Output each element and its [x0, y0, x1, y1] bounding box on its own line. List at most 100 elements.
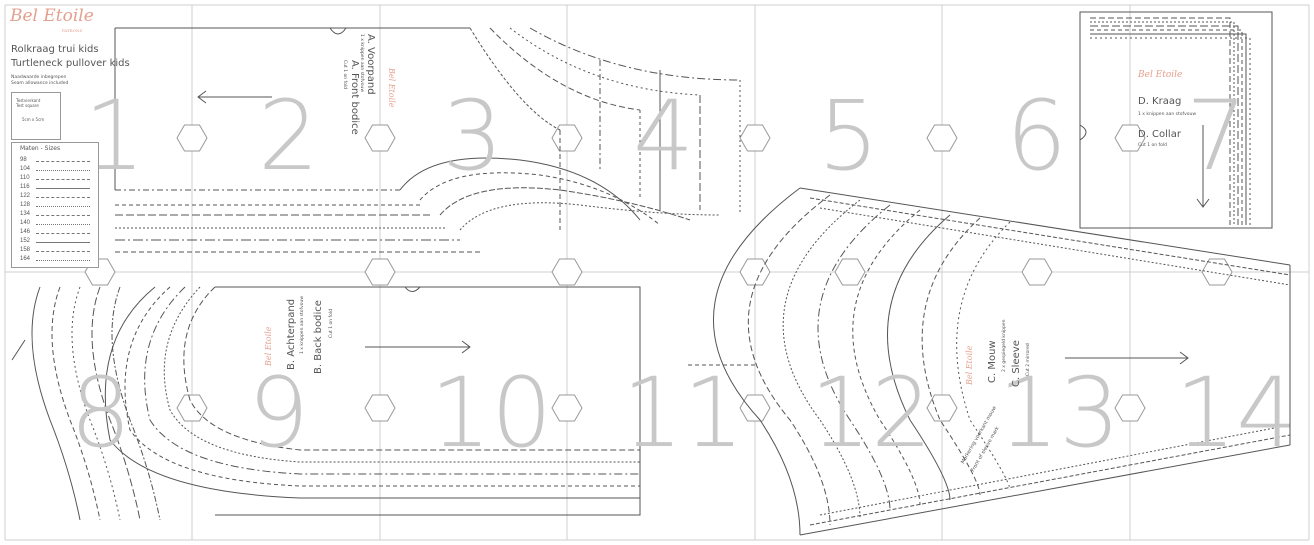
size-row: 134	[20, 211, 92, 219]
alignment-hexagon	[364, 124, 396, 152]
alignment-hexagon	[739, 394, 771, 422]
test-square: Testvierkant Test square 5cm x 5cm	[11, 92, 61, 140]
size-label: 98	[20, 157, 27, 163]
size-label: 110	[20, 175, 30, 181]
tile-grid	[4, 4, 1310, 541]
alignment-hexagons	[84, 124, 1233, 422]
seam-allowance-nl: Naadwaarde inbegrepen	[11, 75, 67, 80]
size-line-sample	[36, 233, 90, 234]
collar-logo: Bel Etoile	[1138, 70, 1183, 80]
alignment-hexagon	[926, 124, 958, 152]
page-number-6: 6	[1006, 80, 1068, 192]
back-name-nl: B. Achterpand	[286, 298, 297, 370]
alignment-hexagon	[551, 124, 583, 152]
sleeve-outline	[688, 187, 1291, 536]
front-name-nl: A. Voorpand	[365, 34, 376, 95]
test-square-label-nl: Testvierkant	[16, 98, 41, 103]
sleeve-logo: Bel Etoile	[965, 345, 974, 385]
sleeve-cut-en: Cut 2 mirrored	[1026, 343, 1031, 376]
size-row: 164	[20, 256, 92, 264]
alignment-hexagon	[1114, 124, 1146, 152]
size-label: 122	[20, 193, 31, 199]
size-row: 98	[20, 157, 92, 165]
size-row: 146	[20, 229, 92, 237]
collar-name-nl: D. Kraag	[1138, 96, 1182, 107]
alignment-hexagon	[551, 394, 583, 422]
size-label: 146	[20, 229, 31, 235]
size-label: 104	[20, 166, 31, 172]
alignment-hexagon	[1201, 258, 1233, 286]
back-bodice-outline	[11, 286, 641, 521]
size-label: 128	[20, 202, 31, 208]
collar-name-en: D. Collar	[1138, 129, 1181, 140]
size-line-sample	[36, 170, 90, 171]
alignment-hexagon	[739, 124, 771, 152]
alignment-hexagon	[1021, 258, 1053, 286]
size-row: 116	[20, 184, 92, 192]
size-label: 134	[20, 211, 31, 217]
alignment-hexagon	[551, 258, 583, 286]
size-line-sample	[36, 242, 90, 243]
size-row: 110	[20, 175, 92, 183]
brand-logo: Bel Etoile	[10, 6, 94, 26]
page-number-3: 3	[442, 80, 504, 192]
page-number-5: 5	[818, 80, 880, 192]
size-line-sample	[36, 188, 90, 189]
sleeve-cut-nl: 2 x gespiegeld knippen	[1002, 319, 1007, 372]
size-label: 152	[20, 238, 31, 244]
size-label: 164	[20, 256, 31, 262]
page-number-8: 8	[70, 357, 132, 469]
alignment-hexagon	[834, 258, 866, 286]
alignment-hexagon	[176, 124, 208, 152]
page-number-4: 4	[633, 80, 695, 192]
pattern-title-nl: Rolkraag trui kids	[11, 44, 99, 55]
page-number-9: 9	[248, 357, 310, 469]
page-number-14: 14	[1175, 357, 1298, 469]
alignment-hexagon	[739, 258, 771, 286]
back-cut-en: Cut 1 on fold	[329, 309, 334, 338]
alignment-hexagon	[176, 394, 208, 422]
alignment-hexagon	[1114, 394, 1146, 422]
front-name-en: A. Front bodice	[349, 60, 360, 135]
size-label: 158	[20, 247, 31, 253]
page-number-12: 12	[810, 357, 933, 469]
alignment-hexagon	[364, 258, 396, 286]
page-number-7: 7	[1186, 80, 1248, 192]
test-square-size: 5cm x 5cm	[22, 117, 45, 122]
grainline-arrows	[197, 90, 1210, 365]
size-row: 122	[20, 193, 92, 201]
size-line-sample	[36, 197, 90, 198]
pattern-title-en: Turtleneck pullover kids	[11, 58, 130, 69]
size-line-sample	[36, 260, 90, 261]
sleeve-name-nl: C. Mouw	[987, 340, 998, 383]
back-name-en: B. Back bodice	[313, 300, 324, 374]
size-row: 104	[20, 166, 92, 174]
front-logo: Bel Etoile	[387, 68, 396, 108]
seam-allowance-en: Seam allowance included	[11, 81, 69, 86]
collar-cut-en: Cut 1 on fold	[1138, 143, 1167, 148]
back-logo: Bel Etoile	[264, 326, 273, 366]
page-number-13: 13	[998, 357, 1121, 469]
size-label: 116	[20, 184, 30, 190]
size-line-sample	[36, 251, 90, 252]
size-row: 158	[20, 247, 92, 255]
front-bodice-outline	[114, 27, 741, 253]
size-line-sample	[36, 224, 90, 225]
size-line-sample	[36, 206, 90, 207]
collar-cut-nl: 1 x knippen aan stofvouw	[1138, 112, 1197, 117]
size-row: 152	[20, 238, 92, 246]
page-number-11: 11	[622, 357, 745, 469]
size-line-sample	[36, 179, 90, 180]
back-cut-nl: 1 x knippen aan stofvouw	[300, 295, 305, 354]
collar-outline	[1079, 11, 1273, 229]
sizes-legend-title: Maten - Sizes	[20, 145, 61, 152]
alignment-hexagon	[364, 394, 396, 422]
page-number-10: 10	[430, 357, 553, 469]
test-square-label-en: Test square	[16, 103, 39, 108]
sleeve-name-en: C. Sleeve	[1011, 340, 1022, 387]
alignment-hexagon	[926, 394, 958, 422]
